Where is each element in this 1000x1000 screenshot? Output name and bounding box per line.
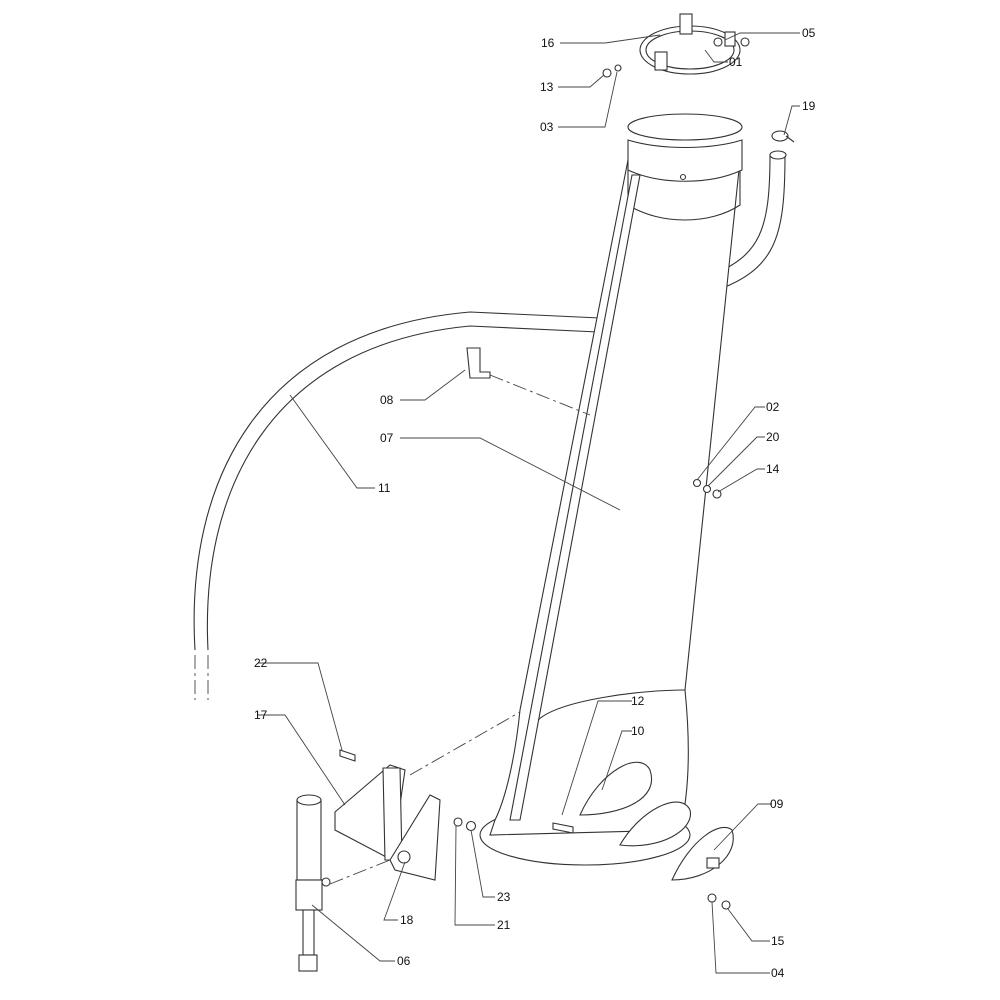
bracket-08	[466, 347, 591, 416]
callout-15: 15	[771, 934, 785, 948]
callout-17: 17	[254, 708, 268, 722]
callout-01: 01	[729, 55, 743, 69]
callout-02: 02	[766, 400, 780, 414]
tube-body	[479, 113, 743, 866]
callout-22: 22	[254, 656, 268, 670]
callout-10: 10	[631, 724, 645, 738]
callout-03: 03	[540, 120, 554, 134]
mount-assembly	[295, 711, 521, 972]
ring-16	[602, 13, 750, 78]
callout-16: 16	[541, 36, 555, 50]
callout-09: 09	[770, 797, 784, 811]
callout-13: 13	[540, 80, 554, 94]
callout-11: 11	[378, 481, 391, 495]
callout-14: 14	[766, 462, 780, 476]
callout-12: 12	[631, 694, 645, 708]
callout-21: 21	[497, 918, 511, 932]
callout-23: 23	[497, 890, 511, 904]
plates	[552, 761, 734, 910]
callout-07: 07	[380, 431, 394, 445]
callout-19: 19	[802, 99, 816, 113]
callout-04: 04	[771, 966, 785, 980]
leader-lines	[258, 32, 800, 974]
callout-20: 20	[766, 430, 780, 444]
callout-08: 08	[380, 393, 394, 407]
fasteners-02-20-14	[692, 478, 722, 499]
callout-05: 05	[802, 26, 816, 40]
hose-11	[193, 311, 601, 700]
callout-06: 06	[397, 954, 411, 968]
hose-19	[711, 130, 795, 293]
callout-18: 18	[400, 913, 414, 927]
callout-labels: 16 05 01 13 03 19 08 07 11 02 20 14 22 1…	[254, 26, 816, 980]
